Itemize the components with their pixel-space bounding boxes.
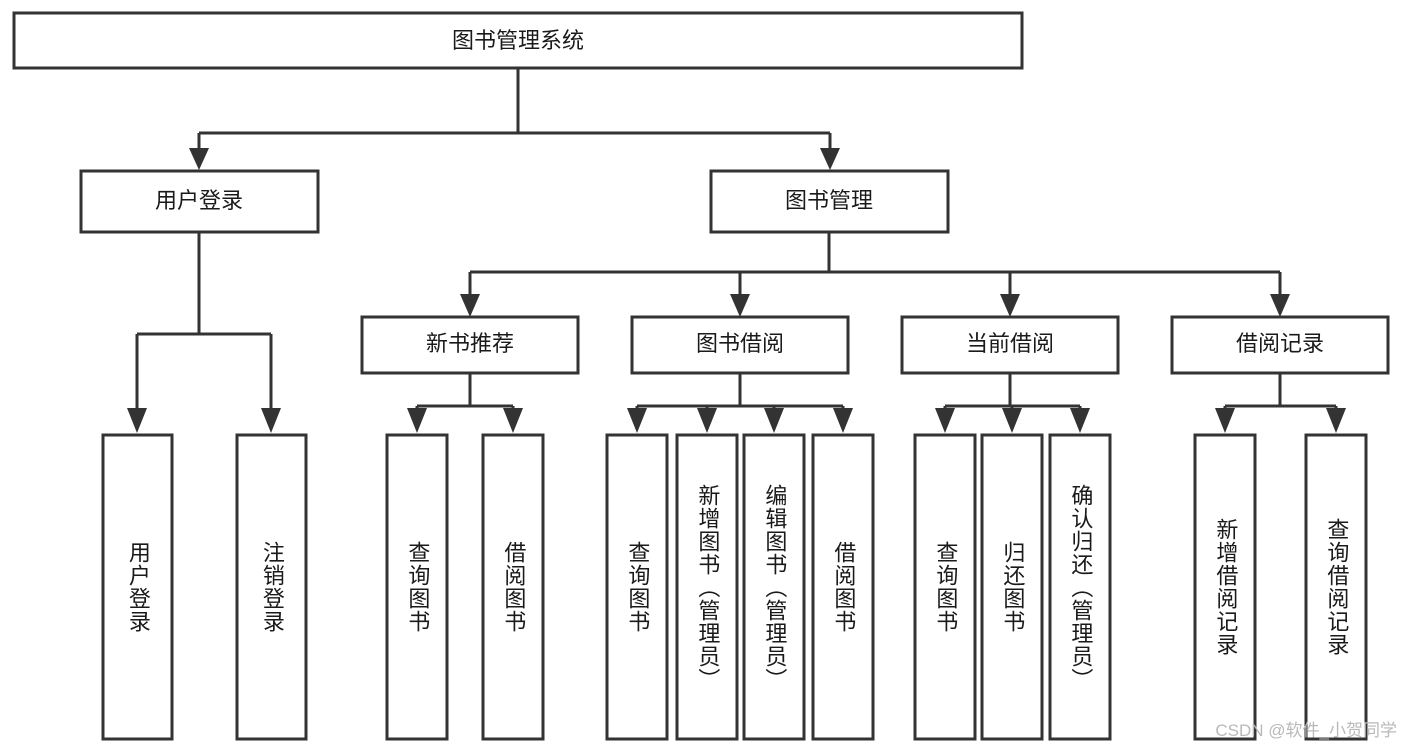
node-new-book-recommend[interactable]: 新书推荐 bbox=[360, 315, 580, 375]
leaf-box-add-borrow-record[interactable] bbox=[1193, 433, 1257, 741]
leaf-query-book-1[interactable]: 查询图书 bbox=[387, 435, 447, 739]
leaf-query-book-3-label: 查询图书 bbox=[933, 541, 959, 633]
node-new-book-recommend-label: 新书推荐 bbox=[426, 331, 514, 356]
connector-borrowrecord-to-leaves bbox=[1215, 373, 1346, 433]
leaf-box-return-book[interactable] bbox=[980, 433, 1044, 741]
leaf-box-query-book-3[interactable] bbox=[913, 433, 977, 741]
node-root-label: 图书管理系统 bbox=[452, 28, 584, 53]
connector-bookborrow-to-leaves bbox=[627, 373, 853, 433]
node-borrow-record-label: 借阅记录 bbox=[1236, 331, 1324, 356]
leaf-query-book-2[interactable]: 查询图书 bbox=[607, 435, 667, 739]
node-user-login-label: 用户登录 bbox=[155, 188, 243, 213]
node-book-manage[interactable]: 图书管理 bbox=[709, 169, 950, 234]
leaf-query-borrow-record[interactable]: 查询借阅记录 bbox=[1306, 435, 1366, 739]
leaf-add-borrow-record[interactable]: 新增借阅记录 bbox=[1195, 435, 1255, 739]
csdn-watermark: CSDN @软件_小贺同学 bbox=[1215, 721, 1397, 740]
connector-userlogin-to-leaves bbox=[127, 232, 281, 433]
leaf-add-book-label: 新增图书（管理员） bbox=[695, 483, 721, 691]
node-current-borrow-label: 当前借阅 bbox=[966, 331, 1054, 356]
leaf-return-book[interactable]: 归还图书 bbox=[982, 435, 1042, 739]
leaf-logout-login[interactable]: 注销登录 bbox=[237, 435, 306, 739]
leaf-return-book-label: 归还图书 bbox=[1000, 541, 1026, 633]
leaf-boxes bbox=[101, 433, 1368, 741]
leaf-edit-book-label: 编辑图书（管理员） bbox=[762, 483, 788, 691]
leaf-query-book-1-label: 查询图书 bbox=[405, 541, 431, 633]
connector-root-to-level2 bbox=[189, 68, 840, 170]
leaf-confirm-return-label: 确认归还（管理员） bbox=[1068, 483, 1094, 691]
leaf-box-query-book-2[interactable] bbox=[605, 433, 669, 741]
leaf-box-add-book[interactable] bbox=[675, 433, 739, 741]
leaf-user-login-label: 用户登录 bbox=[125, 541, 151, 633]
leaf-box-query-borrow-record[interactable] bbox=[1304, 433, 1368, 741]
leaf-box-edit-book[interactable] bbox=[742, 433, 806, 741]
leaf-box-logout-login[interactable] bbox=[235, 433, 308, 741]
leaf-user-login[interactable]: 用户登录 bbox=[103, 435, 172, 739]
leaf-edit-book[interactable]: 编辑图书（管理员） bbox=[744, 435, 804, 739]
leaf-logout-login-label: 注销登录 bbox=[259, 541, 285, 633]
leaf-box-user-login[interactable] bbox=[101, 433, 174, 741]
leaf-box-borrow-book-1[interactable] bbox=[481, 433, 545, 741]
leaf-borrow-book-1-label: 借阅图书 bbox=[501, 541, 527, 633]
leaf-add-borrow-record-label: 新增借阅记录 bbox=[1213, 518, 1239, 656]
leaf-borrow-book-2-label: 借阅图书 bbox=[831, 541, 857, 633]
node-book-borrow[interactable]: 图书借阅 bbox=[630, 315, 850, 375]
leaf-add-book[interactable]: 新增图书（管理员） bbox=[677, 435, 737, 739]
node-borrow-record[interactable]: 借阅记录 bbox=[1170, 315, 1390, 375]
leaf-borrow-book-2[interactable]: 借阅图书 bbox=[813, 435, 873, 739]
leaf-query-book-2-label: 查询图书 bbox=[625, 541, 651, 633]
leaf-query-borrow-record-label: 查询借阅记录 bbox=[1324, 518, 1350, 656]
node-current-borrow[interactable]: 当前借阅 bbox=[900, 315, 1120, 375]
node-book-manage-label: 图书管理 bbox=[785, 188, 873, 213]
leaf-box-borrow-book-2[interactable] bbox=[811, 433, 875, 741]
connector-currentborrow-to-leaves bbox=[935, 373, 1090, 433]
leaf-box-confirm-return[interactable] bbox=[1048, 433, 1112, 741]
leaf-borrow-book-1[interactable]: 借阅图书 bbox=[483, 435, 543, 739]
connector-bookmanage-to-level3 bbox=[460, 232, 1290, 317]
leaf-query-book-3[interactable]: 查询图书 bbox=[915, 435, 975, 739]
node-user-login[interactable]: 用户登录 bbox=[79, 169, 320, 234]
connector-newbook-to-leaves bbox=[407, 373, 523, 433]
leaf-confirm-return[interactable]: 确认归还（管理员） bbox=[1050, 435, 1110, 739]
node-book-borrow-label: 图书借阅 bbox=[696, 331, 784, 356]
node-root[interactable]: 图书管理系统 bbox=[12, 11, 1024, 70]
leaf-box-query-book-1[interactable] bbox=[385, 433, 449, 741]
